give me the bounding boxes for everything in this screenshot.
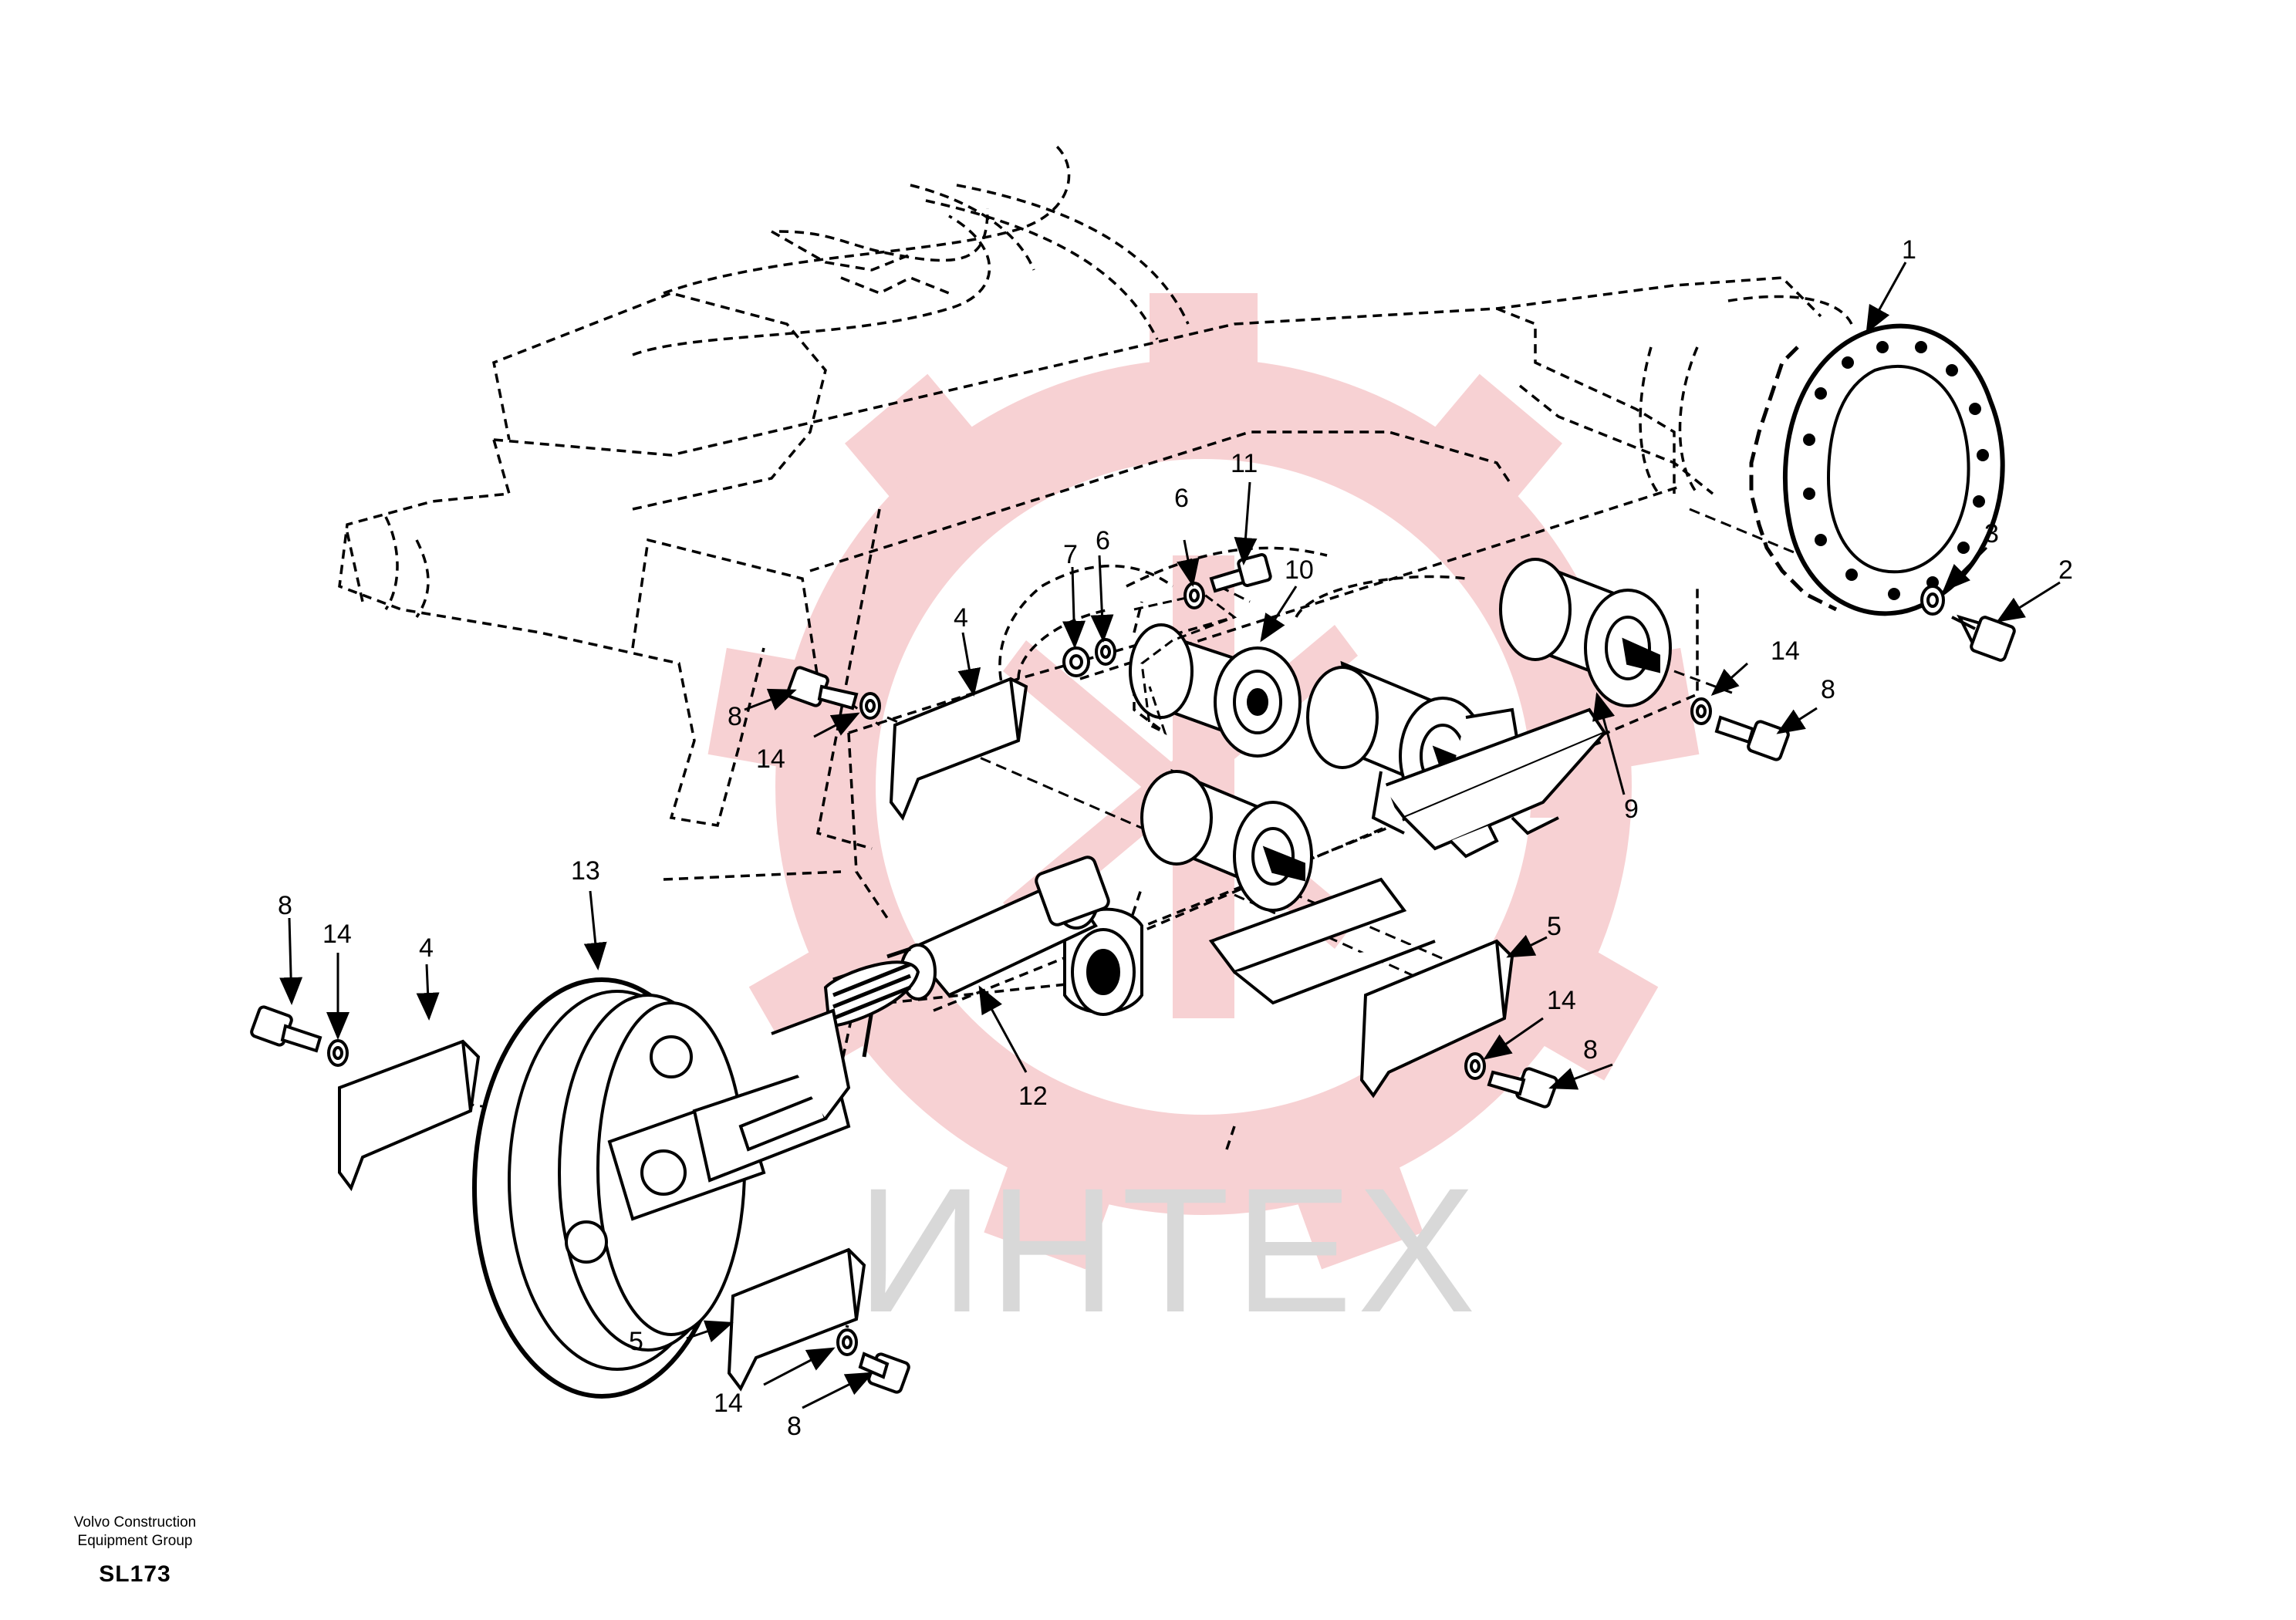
washer-14-left [859, 692, 881, 720]
washer-6-upper [1183, 582, 1205, 609]
callout-14b: 14 [322, 920, 352, 949]
track-roller-4 [1063, 907, 1143, 1016]
callout-6b: 6 [1174, 484, 1189, 513]
track-roller-3 [1140, 768, 1313, 912]
bolt-8-right-upper [1714, 715, 1790, 761]
callout-4a: 4 [954, 603, 968, 633]
callout-4b: 4 [419, 933, 434, 963]
bolt-8-idler-bottom [858, 1352, 910, 1394]
bolt-8-left [786, 666, 859, 710]
callout-10: 10 [1285, 555, 1314, 585]
guard-plate-right-5 [1359, 939, 1514, 1099]
callout-9: 9 [1624, 795, 1639, 824]
callout-3: 3 [1984, 519, 1999, 548]
callout-14d: 14 [1547, 986, 1576, 1015]
callout-5b: 5 [629, 1327, 643, 1356]
footer-block: Volvo Construction Equipment Group SL173 [39, 1514, 231, 1588]
carrier-roller [1129, 623, 1302, 758]
callout-8b: 8 [278, 891, 292, 920]
guard-plate-idler-5 [727, 1247, 866, 1392]
sprocket-washer [1920, 585, 1945, 616]
washer-14-right-upper [1690, 697, 1712, 725]
track-roller-1 [1499, 558, 1672, 707]
callout-leaders [279, 262, 2061, 1409]
washer-14-right-lower [1464, 1052, 1486, 1080]
callout-7: 7 [1063, 540, 1078, 569]
bolt-8-idler-left [250, 1005, 322, 1053]
diagram-code: SL173 [99, 1561, 171, 1587]
callout-14a: 14 [756, 744, 785, 774]
callout-8d: 8 [1583, 1035, 1598, 1065]
callout-14c: 14 [714, 1389, 743, 1418]
callout-6a: 6 [1096, 526, 1110, 555]
carrier-bracket [1133, 592, 1237, 735]
callout-14e: 14 [1771, 636, 1800, 666]
washer-14-idler-left [327, 1039, 349, 1067]
nut-7 [1062, 646, 1090, 677]
recoil-spring-assembly [823, 856, 1110, 1058]
watermark-text: ИНТЕХ [856, 1151, 1481, 1349]
callout-8a: 8 [728, 702, 742, 731]
track-guard-rail [1208, 707, 1608, 1005]
guard-plate-left-4 [889, 677, 1028, 822]
track-frame-outline [338, 145, 1853, 1150]
callout-2: 2 [2058, 555, 2073, 585]
callout-labels: 1 2 3 4 4 5 5 6 6 7 8 8 8 8 8 9 10 11 12… [278, 235, 2073, 1441]
callout-5a: 5 [1547, 912, 1562, 941]
front-idler [472, 977, 851, 1399]
callout-12: 12 [1018, 1082, 1048, 1111]
bolt-8-right-lower [1487, 1067, 1558, 1109]
callout-8c: 8 [787, 1412, 802, 1441]
callout-11: 11 [1231, 449, 1258, 478]
company-name-line2: Equipment Group [77, 1533, 193, 1549]
callout-8e: 8 [1821, 675, 1835, 704]
washer-6-lower [1095, 638, 1116, 666]
callout-1: 1 [1902, 235, 1916, 265]
guard-plate-idler-4 [338, 1039, 481, 1192]
sprocket [1749, 323, 2005, 616]
callout-13: 13 [571, 856, 600, 886]
washer-14-idler-bottom [836, 1328, 858, 1356]
sprocket-bolt [1951, 614, 2016, 662]
company-name-line1: Volvo Construction [73, 1514, 197, 1531]
